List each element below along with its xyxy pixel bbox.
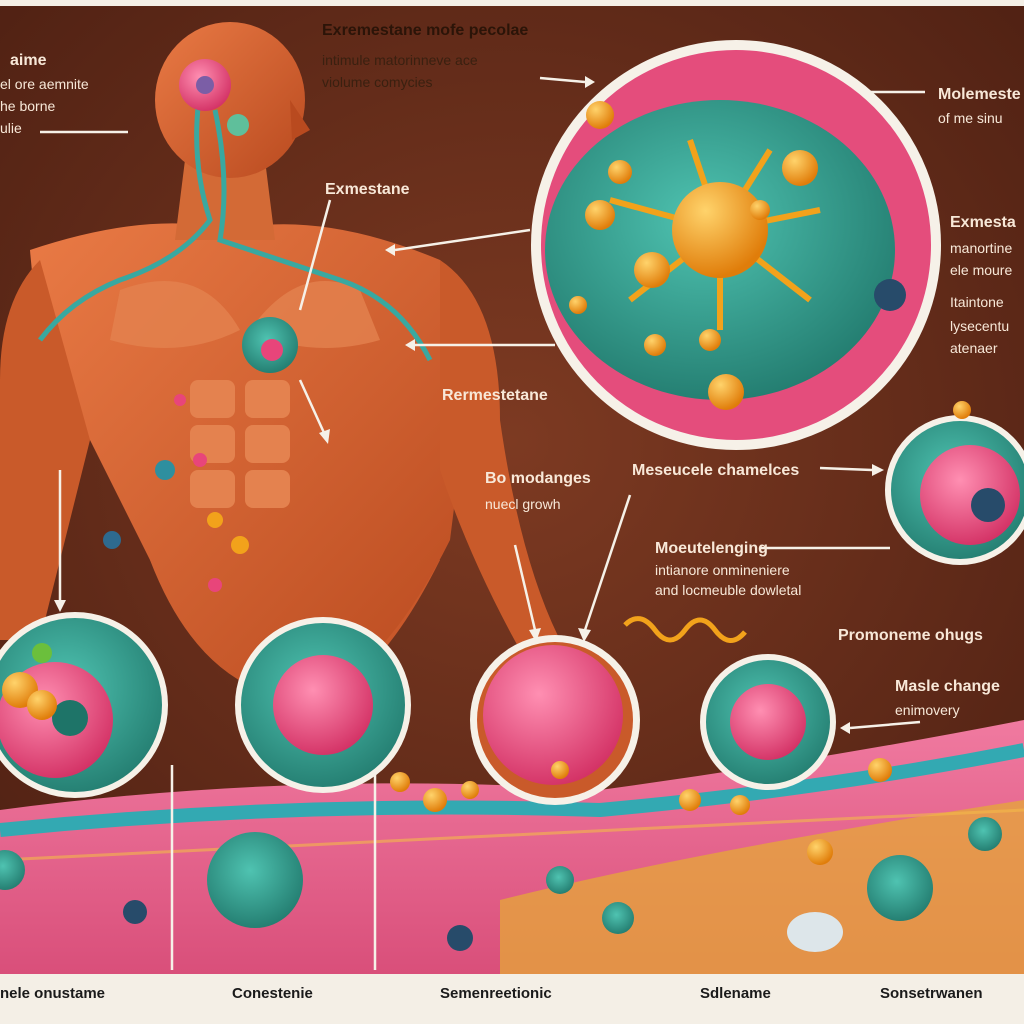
caption-5: Sonsetrwanen [880,985,983,1002]
caption-strip [0,974,1024,1024]
label-top-center-title: Exremestane mofe pecolae [322,22,529,39]
label-muscle-change-line2: enimovery [895,702,960,718]
zoom-circle-large [531,40,941,450]
caption-3: Semenreetionic [440,985,552,1002]
left-arm [0,260,90,640]
label-top-left-line2: he borne [0,98,56,114]
zoom-circle-right [885,401,1024,565]
label-right-mid-line3: Itaintone [950,294,1004,310]
label-top-left-title: aime [10,52,47,69]
tissue-cell-spiky [207,832,303,928]
label-molecule-sub-line2: and locmeuble dowletal [655,582,802,598]
label-right-top-line1: Molemeste [938,86,1021,103]
label-top-left-line1: el ore aemnite [0,76,89,92]
label-chest: Exmestane [325,181,410,198]
label-right-mid-line4: lysecentu [950,318,1010,334]
label-right-mid-line5: atenaer [950,340,998,356]
pointer-arrows [40,76,925,970]
head [155,22,305,178]
label-right-mid-line2: ele moure [950,262,1013,278]
label-molecule-sub-title: Moeutelenging [655,540,768,557]
bottom-cell-circles [0,612,836,805]
label-molecule-sub-line1: intianore onmineniere [655,562,790,578]
label-right-mid-title: Exmesta [950,214,1016,231]
label-growth-line1: Bo modanges [485,470,591,487]
label-molecule: Meseucele chamelces [632,462,800,479]
caption-2: Conestenie [232,985,313,1002]
label-muscle-change-line1: Masle change [895,678,1000,695]
label-right-mid-line1: manortine [950,240,1013,256]
label-top-center-line1: intimule matorinneve ace [322,52,478,68]
gold-helix [623,616,747,643]
human-figure [0,22,560,701]
label-growth-line2: nuecl growh [485,496,561,512]
label-pronomeme: Promoneme ohugs [838,627,983,644]
label-top-center-line2: violume comycies [322,74,433,90]
label-right-top-line2: of me sinu [938,110,1003,126]
label-top-left-line3: ulie [0,120,22,136]
arrow-heads [54,76,884,734]
caption-1: nele onustame [0,985,106,1002]
central-molecule [569,101,821,410]
right-arm [440,260,560,650]
caption-4: Sdlename [700,985,771,1002]
label-torso: Rermestetane [442,387,548,404]
